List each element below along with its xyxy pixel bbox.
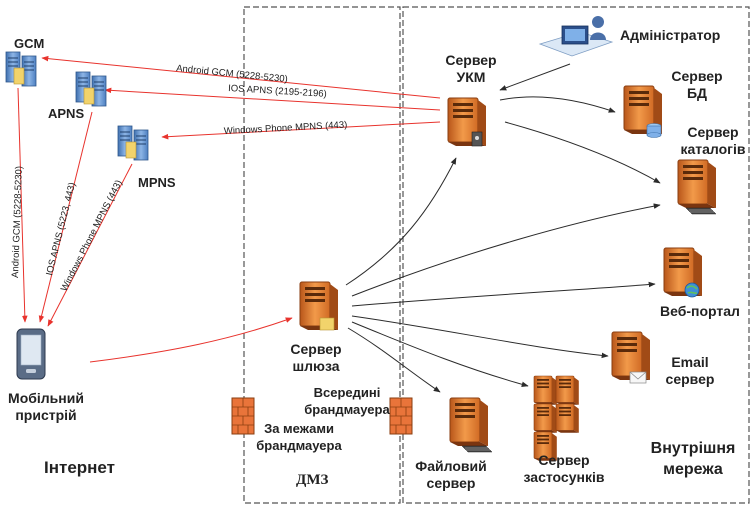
- mpns-label: MPNS: [138, 175, 176, 190]
- gcm-label: GCM: [14, 36, 45, 51]
- link-gateway-apps: [351, 321, 529, 388]
- catalog-keyboard-icon: [685, 207, 717, 215]
- dark-links: [345, 63, 661, 393]
- link-ukm-mpns: [161, 121, 441, 140]
- db-server-icon: [623, 85, 663, 138]
- link-ukm-gcm: [41, 55, 441, 99]
- app-servers-icon: [533, 375, 580, 462]
- firewall-left-icon: [231, 397, 255, 435]
- label-wp-mpns: Windows Phone MPNS (443): [224, 120, 348, 137]
- catalog-server-icon: [677, 159, 717, 209]
- dmz-zone-border: [243, 6, 401, 504]
- firewall-right-icon: [389, 397, 413, 435]
- email-server-icon: [611, 331, 651, 384]
- apns-server-icon: [75, 71, 107, 107]
- internal-zone-border: [402, 6, 750, 504]
- internet-zone-label: Інтернет: [44, 458, 115, 477]
- link-gateway-file: [347, 327, 441, 393]
- label-android-gcm: Android GCM (5228-5230): [176, 63, 288, 85]
- link-gateway-catalog: [351, 203, 661, 297]
- file-server-icon: [449, 397, 489, 447]
- web-portal-server-icon: [663, 247, 703, 298]
- link-gateway-ukm: [345, 157, 457, 286]
- file-keyboard-icon: [461, 445, 493, 453]
- link-mpns-mobile: [47, 163, 133, 327]
- gcm-server-icon: [5, 51, 37, 87]
- link-gateway-email: [351, 315, 609, 359]
- dmz-zone-label: ДМЗ: [296, 472, 329, 488]
- admin-workstation-icon: [538, 16, 614, 57]
- mobile-device-icon: [16, 328, 46, 380]
- link-ukm-apns: [104, 87, 441, 111]
- link-mobile-gateway: [89, 317, 293, 363]
- link-gcm-mobile: [17, 87, 28, 323]
- mpns-server-icon: [117, 125, 149, 161]
- link-apns-mobile: [38, 111, 93, 323]
- web-portal-label: Веб-портал: [660, 303, 740, 319]
- link-gateway-web: [351, 281, 656, 307]
- internal-zone-label: Внутрішня мережа: [650, 440, 736, 478]
- label-mobile-android-gcm: Android GCM (5228-5230): [10, 166, 25, 278]
- ukm-server-icon: [447, 97, 487, 147]
- gateway-server-icon: [299, 281, 339, 331]
- link-ukm-db: [499, 96, 616, 113]
- red-links: [17, 55, 441, 363]
- apns-label: APNS: [48, 106, 85, 121]
- link-admin-ukm: [499, 63, 571, 91]
- link-ukm-catalog: [504, 121, 661, 184]
- admin-label: Адміністратор: [620, 27, 721, 43]
